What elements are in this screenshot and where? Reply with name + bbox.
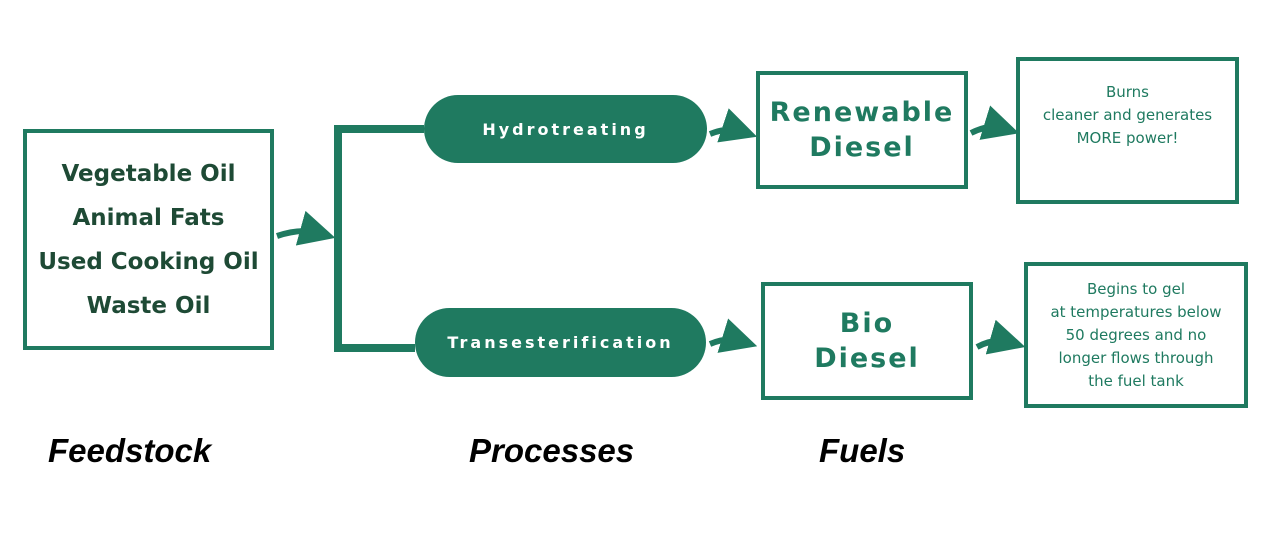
feedstock-item-used-cooking-oil: Used Cooking Oil [38, 248, 259, 275]
label-processes: Processes [469, 432, 635, 469]
arrow-hydrotreating-to-renewable [708, 108, 758, 143]
process-transesterification: Transesterification [415, 308, 706, 377]
note-renewable-box: Burns cleaner and generates MORE power! [1016, 57, 1239, 204]
arrow-feedstock-to-processes [276, 210, 336, 246]
note-bio-box: Begins to gel at temperatures below 50 d… [1024, 262, 1248, 408]
fuel-bio-diesel-box: Bio Diesel [761, 282, 973, 400]
label-fuels: Fuels [819, 432, 906, 469]
process-hydrotreating-label: Hydrotreating [482, 119, 649, 139]
fuel-renewable-line1: Renewable [769, 97, 955, 128]
feedstock-item-waste-oil: Waste Oil [86, 292, 211, 319]
feedstock-box: Vegetable Oil Animal Fats Used Cooking O… [23, 129, 274, 350]
note-bio-text: Begins to gel at temperatures below 50 d… [1050, 279, 1222, 390]
process-hydrotreating: Hydrotreating [424, 95, 707, 163]
fuel-bio-line1: Bio [839, 308, 895, 339]
fuel-renewable-diesel-box: Renewable Diesel [756, 71, 968, 189]
fuel-renewable-line2: Diesel [809, 132, 915, 163]
arrow-transesterification-to-bio [708, 318, 758, 353]
note-renewable-text: Burns cleaner and generates MORE power! [1042, 83, 1213, 147]
arrow-renewable-to-note [969, 105, 1020, 140]
feedstock-item-vegetable-oil: Vegetable Oil [61, 160, 236, 187]
branch-bracket [334, 125, 424, 352]
label-feedstock: Feedstock [48, 432, 212, 469]
fuel-bio-line2: Diesel [814, 343, 920, 374]
process-transesterification-label: Transesterification [447, 333, 674, 352]
feedstock-item-animal-fats: Animal Fats [72, 204, 225, 231]
arrow-bio-to-note [975, 319, 1026, 355]
